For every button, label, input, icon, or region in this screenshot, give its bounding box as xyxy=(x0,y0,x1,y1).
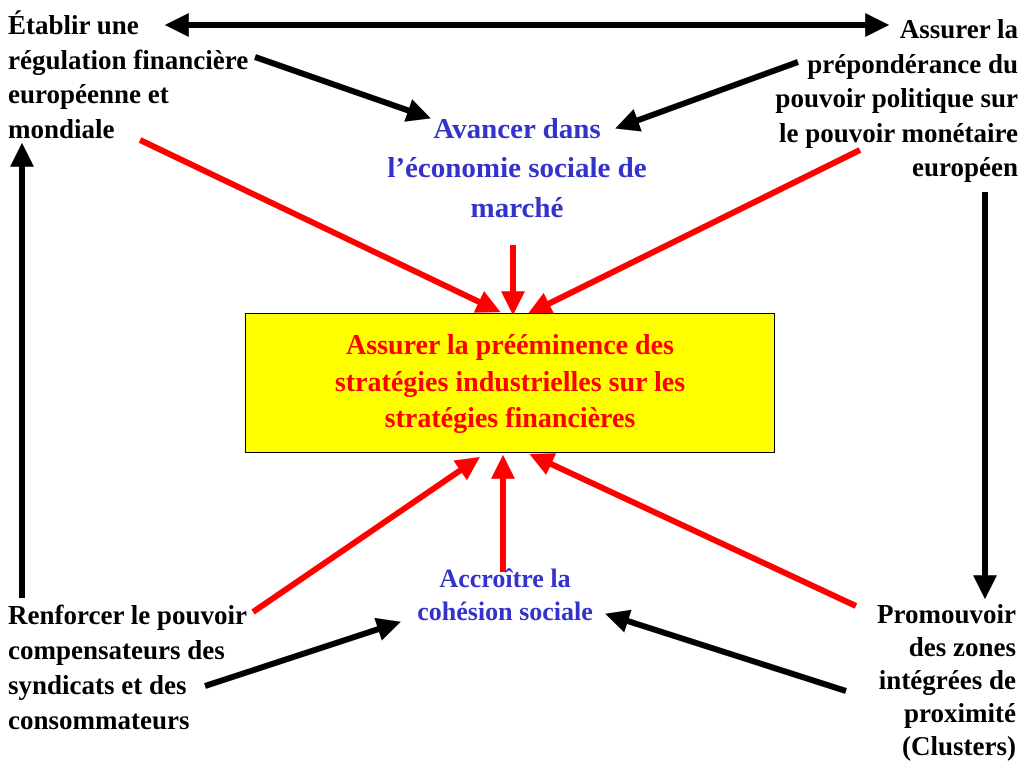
node-zones-integrees: Promouvoir des zones intégrées de proxim… xyxy=(877,599,1016,761)
central-box-text: Assurer la prééminence des stratégies in… xyxy=(334,330,686,435)
node-pouvoir-politique: Assurer la prépondérance du pouvoir poli… xyxy=(775,14,1018,183)
node-regulation-financiere: Établir une régulation financière europé… xyxy=(8,10,249,144)
node-pouvoir-compensateurs: Renforcer le pouvoir compensateurs des s… xyxy=(8,600,247,736)
node-cohesion-sociale: Accroître la cohésion sociale xyxy=(417,564,593,627)
arrow-topleft-to-topcenter xyxy=(254,54,431,122)
node-economie-sociale: Avancer dans l’économie sociale de march… xyxy=(387,113,647,224)
central-box: Assurer la prééminence des stratégies in… xyxy=(245,313,775,453)
